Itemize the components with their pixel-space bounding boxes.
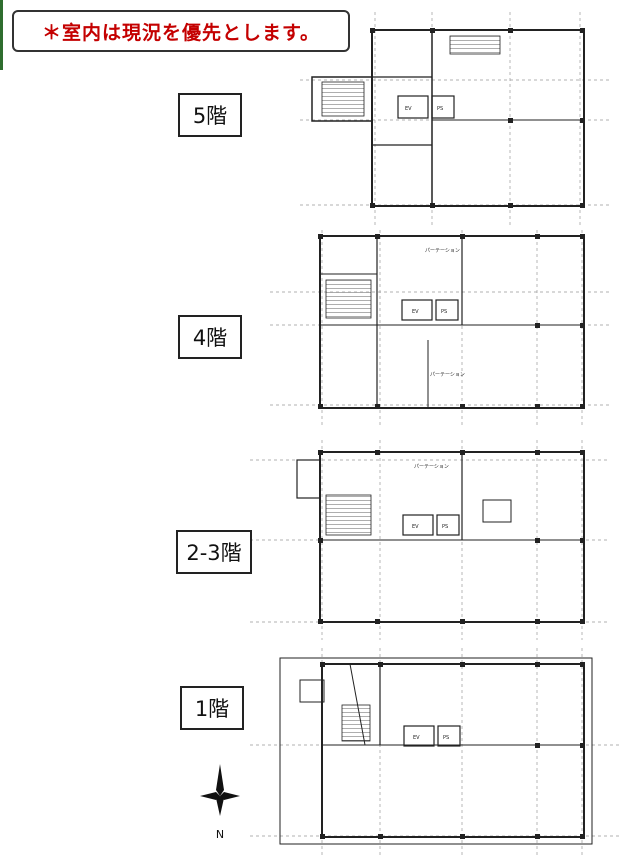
- floor-label-5f-text: 5階: [192, 104, 228, 128]
- floor-label-2-3f: 2-3階: [176, 530, 252, 574]
- plan-4f: EV PS パーテーション パーテーション: [270, 230, 610, 425]
- plan-5f: EV PS: [300, 12, 610, 225]
- floor-label-4f: 4階: [178, 315, 242, 359]
- partition-label-23f: パーテーション: [414, 464, 449, 470]
- ev-label-5f: EV: [405, 106, 412, 112]
- floor-label-5f: 5階: [178, 93, 242, 137]
- ps-label-23f: PS: [442, 524, 448, 530]
- floor-label-1f: 1階: [180, 686, 244, 730]
- ev-label-1f: EV: [413, 735, 420, 741]
- ev-label-23f: EV: [412, 524, 419, 530]
- notice-banner: ＊室内は現況を優先とします。: [12, 10, 350, 52]
- ps-label-5f: PS: [437, 106, 443, 112]
- north-arrow-icon: N: [200, 764, 240, 841]
- floor-label-1f-text: 1階: [194, 697, 230, 721]
- plan-2-3f: EV PS パーテーション: [250, 440, 610, 640]
- ps-label-1f: PS: [443, 735, 449, 741]
- ps-label-4f: PS: [441, 309, 447, 315]
- partition-label-4f: パーテーション: [425, 248, 460, 254]
- notice-text: ＊室内は現況を優先とします。: [41, 21, 321, 44]
- north-label: N: [216, 828, 224, 841]
- floor-label-2-3f-text: 2-3階: [186, 541, 242, 565]
- floor-label-4f-text: 4階: [192, 326, 228, 350]
- ev-label-4f: EV: [412, 309, 419, 315]
- plan-1f: EV PS: [250, 648, 620, 857]
- window-edge: [0, 0, 3, 70]
- partition-label-4f-b: パーテーション: [430, 372, 465, 378]
